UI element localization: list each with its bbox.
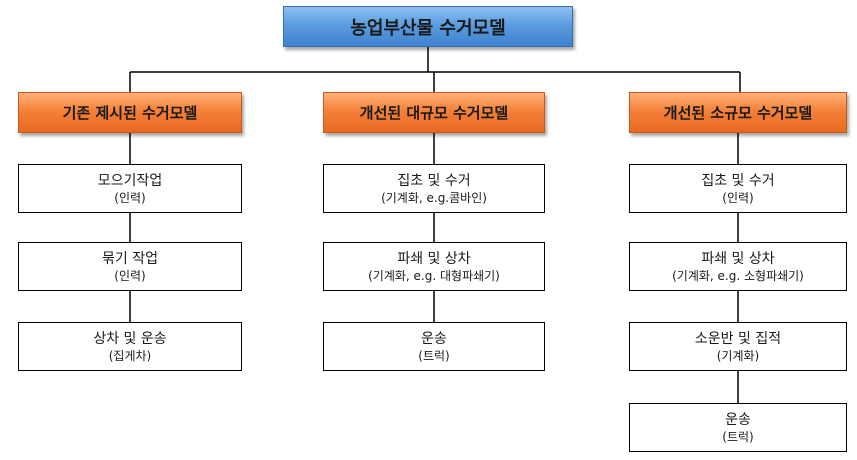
column-header-existing: 기존 제시된 수거모델 <box>18 92 242 133</box>
step-main: 파쇄 및 상차 <box>397 250 471 267</box>
step-sub: (인력) <box>114 190 146 205</box>
column-header-small-scale: 개선된 소규모 수거모델 <box>629 92 847 133</box>
step-main: 소운반 및 집적 <box>694 330 782 347</box>
step-sub: (기계화) <box>716 348 760 363</box>
step-main: 묶기 작업 <box>102 250 158 267</box>
step-main: 모으기작업 <box>97 172 163 189</box>
diagram-title: 농업부산물 수거모델 <box>283 6 573 47</box>
step-main: 상차 및 운송 <box>93 330 167 347</box>
step-sub: (집게차) <box>108 348 152 363</box>
step-sub: (트럭) <box>722 429 754 444</box>
step-box: 소운반 및 집적 (기계화) <box>629 322 847 371</box>
step-main: 집초 및 수거 <box>701 172 775 189</box>
step-sub: (인력) <box>722 190 754 205</box>
step-sub: (기계화, e.g. 소형파쇄기) <box>672 268 804 283</box>
step-sub: (기계화, e.g. 대형파쇄기) <box>368 268 500 283</box>
step-sub: (기계화, e.g.콤바인) <box>381 190 487 205</box>
step-box: 집초 및 수거 (인력) <box>629 164 847 213</box>
step-box: 상차 및 운송 (집게차) <box>18 322 242 371</box>
step-box: 운송 (트럭) <box>323 322 545 371</box>
step-main: 집초 및 수거 <box>397 172 471 189</box>
step-box: 운송 (트럭) <box>629 403 847 452</box>
step-box: 파쇄 및 상차 (기계화, e.g. 소형파쇄기) <box>629 242 847 291</box>
step-box: 모으기작업 (인력) <box>18 164 242 213</box>
step-main: 파쇄 및 상차 <box>701 250 775 267</box>
step-box: 집초 및 수거 (기계화, e.g.콤바인) <box>323 164 545 213</box>
step-box: 파쇄 및 상차 (기계화, e.g. 대형파쇄기) <box>323 242 545 291</box>
step-box: 묶기 작업 (인력) <box>18 242 242 291</box>
step-main: 운송 <box>421 330 447 347</box>
step-sub: (인력) <box>114 268 146 283</box>
column-header-large-scale: 개선된 대규모 수거모델 <box>323 92 545 133</box>
step-sub: (트럭) <box>418 348 450 363</box>
step-main: 운송 <box>725 411 751 428</box>
